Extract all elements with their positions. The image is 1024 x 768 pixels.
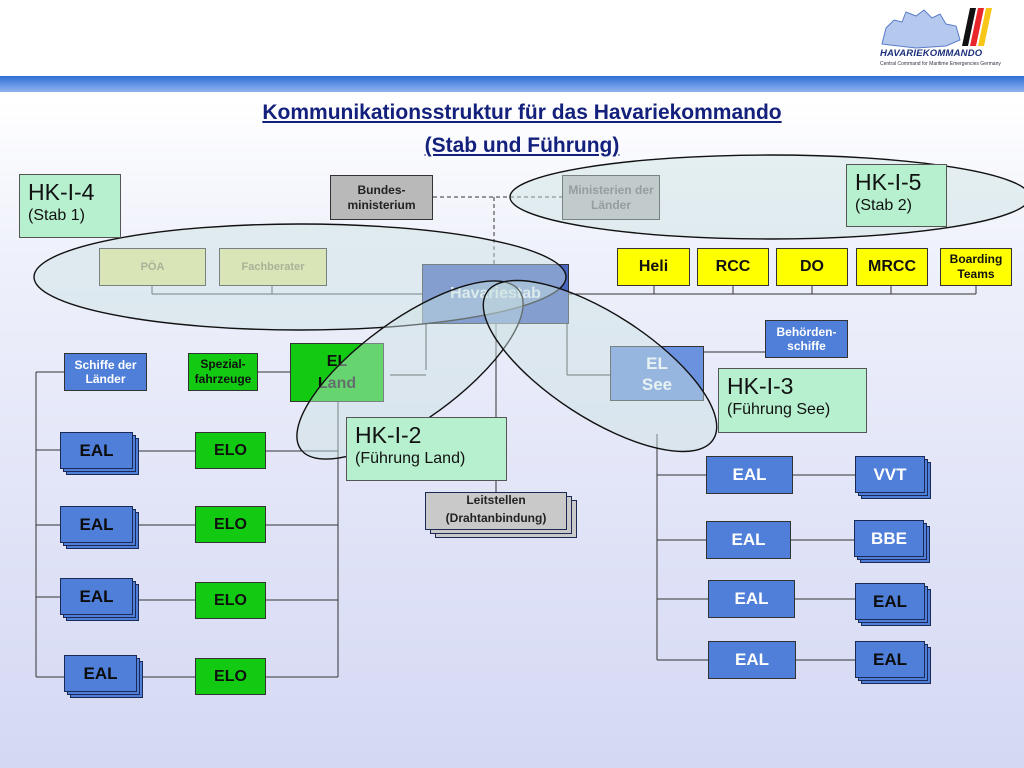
node-fachberater: Fachberater [219,248,327,286]
node-havariestab: Havariestab [422,264,569,324]
el-see-line2: See [641,374,673,394]
hk-i-2-code: HK-I-2 [355,422,422,448]
hk-i-3-code: HK-I-3 [727,373,794,399]
hk-i-5-sub: (Stab 2) [855,197,912,214]
label-hk-i-4: HK-I-4 (Stab 1) [19,174,121,238]
land-elo-3: ELO [195,582,266,619]
header-bar [0,76,1024,92]
el-land-line2: Land [317,374,357,392]
node-el-land: EL Land [290,343,384,402]
land-eal-stack: EAL [60,432,139,475]
logo-map-flag-icon [881,8,992,49]
logo-tagline: Central Command for Maritime Emergencies… [880,61,1001,67]
land-eal-3: EAL [60,578,133,615]
node-leitstellen: Leitstellen (Drahtanbindung) [425,492,577,538]
node-poa: PÖA [99,248,206,286]
hk-i-3-sub: (Führung See) [727,401,831,418]
hk-i-4-code: HK-I-4 [28,179,95,205]
see-right-eal-1: EAL [855,583,925,620]
node-do: DO [776,248,848,286]
logo-text: HAVARIEKOMMANDO [880,48,983,59]
land-eal-stack: EAL [64,655,143,698]
node-schiffe-der-laender: Schiffe der Länder [64,353,147,391]
page-title: Kommunikationsstruktur für das Havarieko… [0,96,1024,162]
node-bbe: BBE [854,520,924,557]
land-eal-stack: EAL [60,506,139,549]
leitstellen-line2: (Drahtanbindung) [445,511,547,525]
node-mrcc: MRCC [856,248,928,286]
land-elo-4: ELO [195,658,266,695]
see-eal-3: EAL [708,580,795,618]
land-eal-4: EAL [64,655,137,692]
see-eal-4: EAL [708,641,796,679]
label-hk-i-3: HK-I-3 (Führung See) [718,368,867,433]
land-eal-stack: EAL [60,578,139,621]
node-ministerien-der-laender: Ministerien der Länder [562,175,660,220]
title-line-1: Kommunikationsstruktur für das Havarieko… [262,101,782,124]
see-right-stack: EAL [855,583,931,626]
label-hk-i-2: HK-I-2 (Führung Land) [346,417,507,481]
node-bundesministerium: Bundes- ministerium [330,175,433,220]
label-hk-i-5: HK-I-5 (Stab 2) [846,164,947,227]
leitstellen-line1: Leitstellen [466,493,526,507]
see-right-stack: VVT [855,456,931,499]
hk-i-5-code: HK-I-5 [855,169,922,195]
node-behoerden-schiffe: Behörden- schiffe [765,320,848,358]
hk-i-2-sub: (Führung Land) [355,450,466,467]
hk-i-4-sub: (Stab 1) [28,207,85,224]
see-eal-1: EAL [706,456,793,494]
el-see-line1: EL [646,353,668,373]
land-eal-2: EAL [60,506,133,543]
node-heli: Heli [617,248,690,286]
node-spezialfahrzeuge: Spezial- fahrzeuge [188,353,258,391]
node-boarding-teams: Boarding Teams [940,248,1012,286]
see-eal-2: EAL [706,521,791,559]
land-elo-2: ELO [195,506,266,543]
title-line-2: (Stab und Führung) [424,134,620,157]
see-right-eal-2: EAL [855,641,925,678]
el-land-line1: EL [326,352,348,370]
node-rcc: RCC [697,248,769,286]
see-right-stack: BBE [854,520,930,563]
see-right-stack: EAL [855,641,931,684]
node-vvt: VVT [855,456,925,493]
havariekommando-logo: HAVARIEKOMMANDO Central Command for Mari… [876,6,1001,72]
node-el-see: EL See [610,346,704,401]
land-elo-1: ELO [195,432,266,469]
land-eal-1: EAL [60,432,133,469]
